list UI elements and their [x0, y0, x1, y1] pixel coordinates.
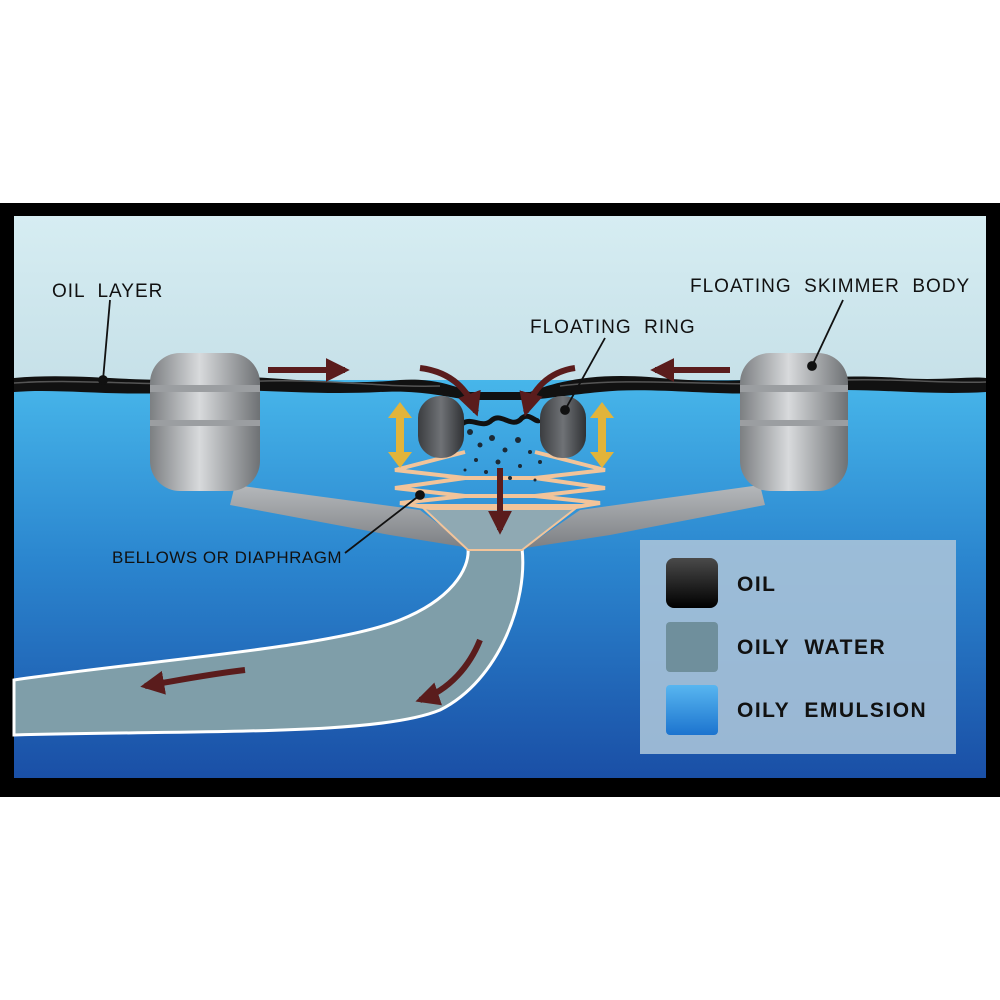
- legend-swatch-oily-water: [666, 622, 718, 672]
- legend-swatch-oil: [666, 558, 718, 608]
- flow-arrow-pipe: [415, 638, 483, 706]
- floating-skimmer-body-label: FLOATING SKIMMER BODY: [690, 276, 970, 297]
- oil-layer-label: OIL LAYER: [52, 281, 163, 302]
- legend: OIL OILY WATER OILY EMULSION: [640, 540, 956, 754]
- floating-ring-left: [418, 396, 464, 458]
- left-support-arm: [230, 485, 470, 548]
- bellows-label: BELLOWS OR DIAPHRAGM: [112, 548, 342, 567]
- flow-arrow-pipe-left: [140, 667, 246, 695]
- flow-arrow-in-right: [519, 365, 576, 417]
- legend-label-oily-emulsion: OILY EMULSION: [737, 699, 927, 722]
- oil-surface-in-ring: [460, 413, 542, 427]
- motion-arrow-left: [388, 402, 412, 468]
- right-float: [740, 353, 848, 491]
- motion-arrow-right: [590, 402, 614, 468]
- left-float: [150, 353, 260, 491]
- floating-ring-label: FLOATING RING: [530, 317, 696, 338]
- leader-lines: [98, 299, 844, 554]
- flow-arrows: [140, 358, 730, 706]
- floating-ring-right: [540, 396, 586, 458]
- legend-label-oil: OIL: [737, 573, 777, 596]
- flow-arrow-in-left: [419, 365, 481, 417]
- right-support-arm: [525, 485, 765, 548]
- legend-label-oily-water: OILY WATER: [737, 636, 886, 659]
- legend-swatch-oily-emulsion: [666, 685, 718, 735]
